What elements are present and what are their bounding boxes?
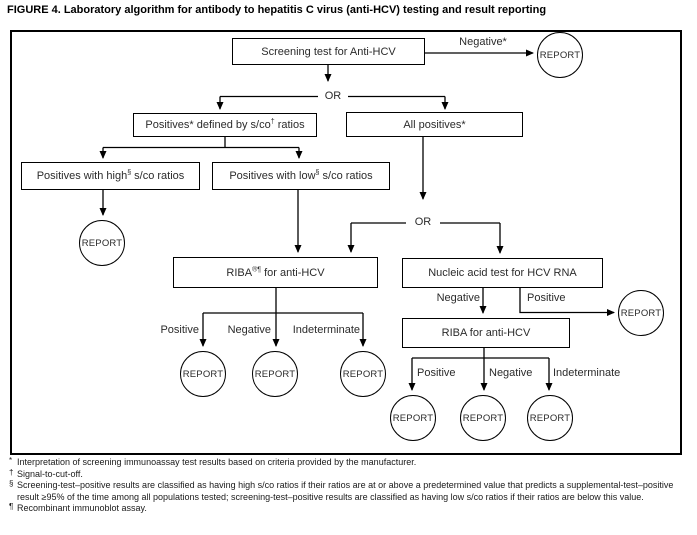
edge-label-riba2-positive: Positive	[417, 367, 456, 379]
node-riba-supplemental-post: for anti-HCV	[261, 266, 325, 279]
report-riba2-positive: REPORT	[390, 395, 436, 441]
report-label: REPORT	[342, 368, 384, 380]
node-nucleic-acid-test-label: Nucleic acid test for HCV RNA	[428, 267, 577, 279]
node-riba-supplemental: RIBA®¶ for anti-HCV	[173, 257, 378, 288]
footnote-marker: *	[9, 456, 13, 465]
report-label: REPORT	[81, 237, 123, 249]
edge-label-riba1-negative: Negative	[227, 324, 271, 336]
report-high-sco: REPORT	[79, 220, 125, 266]
node-riba-confirmatory: RIBA for anti-HCV	[402, 318, 570, 348]
report-riba1-indeterminate: REPORT	[340, 351, 386, 397]
footnote-marker: †	[9, 467, 14, 477]
node-low-sco-post: s/co ratios	[319, 170, 373, 182]
node-high-sco-post: s/co ratios	[131, 170, 185, 182]
node-all-positives: All positives*	[346, 112, 523, 137]
footnote-pilcrow: ¶ Recombinant immunoblot assay.	[8, 502, 692, 515]
report-riba2-indeterminate: REPORT	[527, 395, 573, 441]
footnote-marker: §	[9, 479, 14, 488]
report-screening-negative: REPORT	[537, 32, 583, 78]
node-low-sco-ratios: Positives with low§ s/co ratios	[212, 162, 390, 190]
node-high-sco-label: Positives with high§ s/co ratios	[36, 169, 185, 182]
node-riba-supplemental-pre: RIBA	[226, 266, 253, 279]
node-screening-test-label: Screening test for Anti-HCV	[261, 45, 396, 58]
section-footnote-mark: §	[127, 169, 132, 177]
node-positives-sco-label: Positives* defined by s/co† ratios	[145, 118, 305, 131]
report-riba1-negative: REPORT	[252, 351, 298, 397]
footnote-text: Screening-test–positive results are clas…	[17, 480, 674, 502]
node-positives-sco-ratios: Positives* defined by s/co† ratios	[133, 113, 317, 137]
footnote-text: Recombinant immunoblot assay.	[17, 503, 147, 513]
footnote-dagger: † Signal-to-cut-off.	[8, 467, 692, 481]
report-label: REPORT	[620, 307, 662, 319]
edge-label-or-1: OR	[318, 90, 348, 103]
footnote-text: Interpretation of screening immunoassay …	[17, 457, 417, 467]
report-riba2-negative: REPORT	[460, 395, 506, 441]
footnote-section: § Screening-test–positive results are cl…	[8, 479, 692, 503]
node-positives-sco-post: ratios	[274, 119, 305, 131]
report-riba1-positive: REPORT	[180, 351, 226, 397]
node-riba-confirmatory-label: RIBA for anti-HCV	[441, 327, 531, 339]
edge-label-riba1-positive: Positive	[160, 324, 199, 336]
node-nucleic-acid-test: Nucleic acid test for HCV RNA	[402, 258, 603, 288]
edge-label-naat-positive: Positive	[527, 292, 566, 304]
registered-pilcrow-mark: ®¶	[252, 265, 262, 273]
node-all-positives-label: All positives*	[403, 118, 466, 131]
report-label: REPORT	[529, 412, 571, 424]
edge-label-riba2-negative: Negative	[489, 367, 533, 379]
section-footnote-mark: §	[315, 169, 320, 177]
node-low-sco-pre: Positives with low	[229, 170, 316, 182]
node-screening-test: Screening test for Anti-HCV	[232, 38, 425, 65]
report-label: REPORT	[539, 49, 581, 61]
node-high-sco-pre: Positives with high	[36, 170, 128, 182]
edge-label-naat-negative: Negative	[436, 292, 480, 304]
node-positives-sco-pre: Positives* defined by s/co	[145, 119, 271, 131]
report-label: REPORT	[462, 412, 504, 424]
footnote-text: Signal-to-cut-off.	[17, 468, 83, 479]
node-high-sco-ratios: Positives with high§ s/co ratios	[21, 162, 200, 190]
report-label: REPORT	[392, 412, 434, 424]
node-riba-supplemental-label: RIBA®¶ for anti-HCV	[226, 265, 325, 279]
edge-label-screening-negative: Negative*	[459, 36, 507, 48]
edge-label-or-2: OR	[406, 216, 440, 229]
node-low-sco-label: Positives with low§ s/co ratios	[229, 169, 373, 182]
edge-label-riba1-indeterminate: Indeterminate	[292, 324, 360, 336]
dagger-footnote-mark: †	[270, 118, 275, 126]
footnote-asterisk: * Interpretation of screening immunoassa…	[8, 456, 692, 469]
footnote-marker: ¶	[9, 502, 14, 511]
report-label: REPORT	[182, 368, 224, 380]
figure-title: FIGURE 4. Laboratory algorithm for antib…	[7, 4, 547, 16]
report-label: REPORT	[254, 368, 296, 380]
report-naat-positive: REPORT	[618, 290, 664, 336]
edge-label-riba2-indeterminate: Indeterminate	[553, 367, 621, 379]
footnotes: * Interpretation of screening immunoassa…	[8, 456, 692, 515]
